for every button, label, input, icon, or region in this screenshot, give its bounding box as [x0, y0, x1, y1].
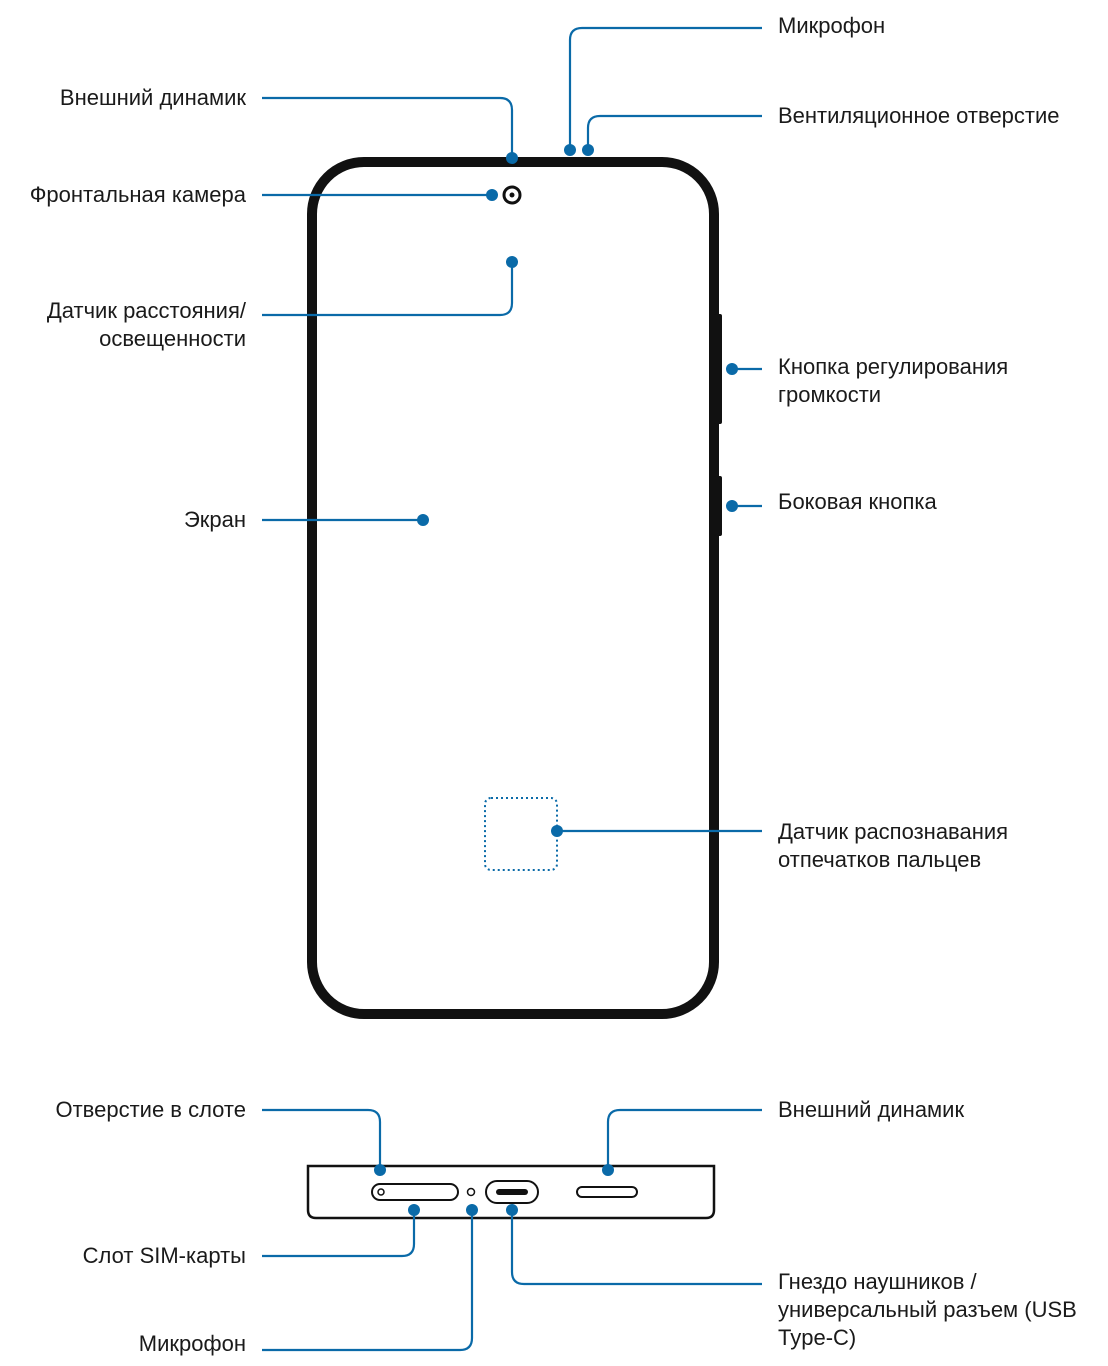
dot-side-key: [726, 500, 738, 512]
label-vent: Вентиляционное отверстие: [778, 103, 1060, 128]
sim-tray: [371, 1183, 459, 1201]
dot-front-camera: [486, 189, 498, 201]
leader-earpiece: [262, 96, 514, 158]
phone-bottom-outline: [306, 1164, 716, 1220]
label-bottom-speaker: Внешний динамик: [778, 1097, 965, 1122]
label-screen: Экран: [183, 507, 246, 532]
label-microphone-bottom: Микрофон: [138, 1331, 246, 1356]
label-earpiece-speaker: Внешний динамик: [59, 85, 246, 110]
dot-volume: [726, 363, 738, 375]
sim-eject-hole: [377, 1188, 385, 1196]
side-key-shape: [714, 476, 722, 536]
label-volume-key: Кнопка регулирования громкости: [778, 354, 1009, 407]
leader-usb: [510, 1210, 762, 1286]
label-proximity-sensor: Датчик расстояния/ освещенности: [46, 298, 246, 351]
usb-c-tongue: [496, 1189, 528, 1195]
leader-bottom-speaker: [606, 1108, 762, 1170]
label-front-camera: Фронтальная камера: [29, 182, 246, 207]
label-slot-hole: Отверстие в слоте: [55, 1097, 246, 1122]
bottom-microphone-hole: [466, 1187, 476, 1197]
front-camera-lens: [509, 192, 515, 198]
label-fingerprint-sensor: Датчик распознавания отпечатков пальцев: [778, 819, 1009, 872]
label-usb-port: Гнездо наушников / универсальный разъем …: [778, 1269, 1077, 1350]
leader-sim-slot: [262, 1210, 416, 1258]
usb-c-port: [485, 1180, 539, 1204]
dot-microphone-bottom: [466, 1204, 478, 1216]
dot-slot-hole: [374, 1164, 386, 1176]
bottom-speaker-grille: [576, 1186, 638, 1198]
dot-vent: [582, 144, 594, 156]
dot-sim-slot: [408, 1204, 420, 1216]
dot-screen: [417, 514, 429, 526]
label-sim-slot: Слот SIM-карты: [82, 1243, 246, 1268]
dot-fingerprint: [551, 825, 563, 837]
label-microphone-top: Микрофон: [778, 13, 886, 38]
label-side-key: Боковая кнопка: [778, 489, 937, 514]
leader-microphone-bottom: [262, 1210, 474, 1352]
fingerprint-area: [484, 797, 558, 871]
leader-microphone-top: [568, 26, 762, 150]
volume-key-shape: [714, 314, 722, 424]
dot-earpiece: [506, 152, 518, 164]
dot-proximity: [506, 256, 518, 268]
dot-bottom-speaker: [602, 1164, 614, 1176]
leader-slot-hole: [262, 1108, 382, 1170]
dot-usb: [506, 1204, 518, 1216]
dot-microphone-top: [564, 144, 576, 156]
leader-vent: [586, 114, 762, 150]
leader-proximity: [262, 262, 514, 317]
